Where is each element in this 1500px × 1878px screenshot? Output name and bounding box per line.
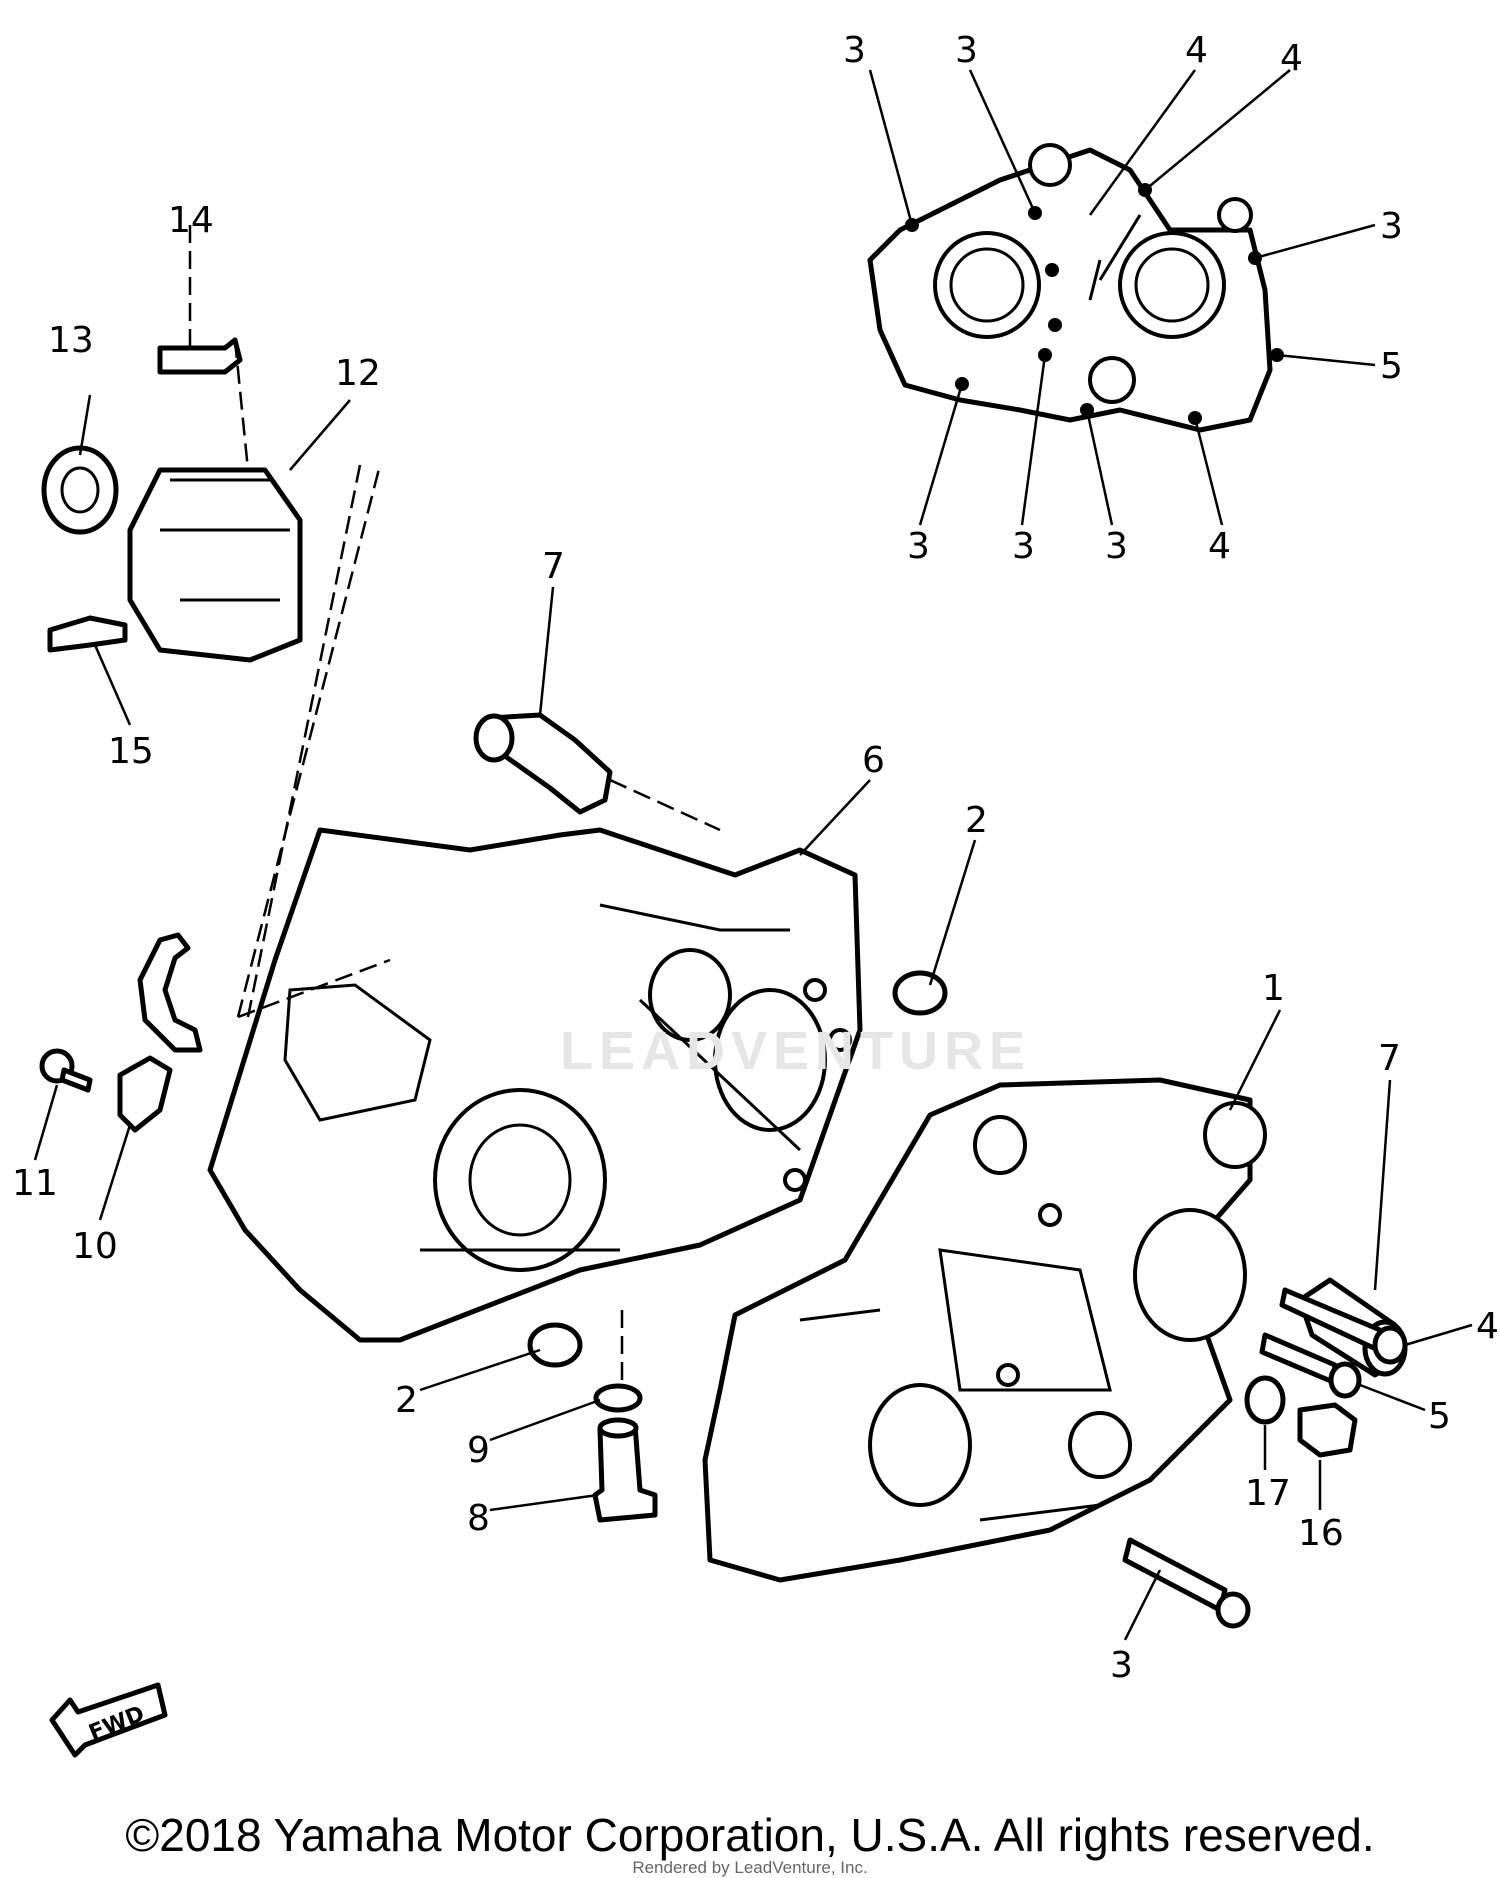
callout-10: 10 [72, 1226, 118, 1267]
crankcase-bolt-pattern-view [867, 143, 1284, 433]
dowel-2-lower [527, 1322, 583, 1368]
drain-bolt-8 [592, 1417, 658, 1523]
screw-11 [39, 1048, 93, 1093]
callout-5: 5 [1380, 346, 1403, 387]
callout-11: 11 [12, 1163, 58, 1204]
circlip-10 [137, 932, 203, 1053]
callout-16: 16 [1298, 1513, 1344, 1554]
callout-7: 7 [542, 546, 565, 587]
alignment-line [236, 464, 382, 1018]
bolt-4 [1279, 1287, 1408, 1365]
callout-13: 13 [48, 320, 94, 361]
bolt-3-lower [1122, 1537, 1251, 1629]
callout-15: 15 [108, 731, 154, 772]
callout-4: 4 [1280, 38, 1303, 79]
callout-1: 1 [1262, 968, 1285, 1009]
washer-17 [1244, 1375, 1286, 1425]
callout-9: 9 [467, 1430, 490, 1471]
callout-2: 2 [395, 1380, 418, 1421]
washer-9 [593, 1310, 643, 1413]
callout-14: 14 [168, 200, 214, 241]
callout-7: 7 [1378, 1038, 1401, 1079]
callout-4: 4 [1208, 526, 1231, 567]
left-crankcase-part-6 [207, 827, 863, 1343]
callout-3: 3 [1105, 526, 1128, 567]
fwd-arrow-icon: FWD [49, 1682, 168, 1758]
callout-4: 4 [1185, 30, 1208, 71]
callout-3: 3 [955, 30, 978, 71]
callout-5: 5 [1428, 1396, 1451, 1437]
callout-3: 3 [1012, 526, 1035, 567]
callout-3: 3 [1110, 1645, 1133, 1686]
callout-labels: 3 3 4 4 3 5 3 3 3 4 14 13 12 15 7 6 2 1 … [12, 30, 1499, 1686]
rendered-by-text: Rendered by LeadVenture, Inc. [632, 1858, 868, 1877]
plug-16 [1297, 1402, 1358, 1458]
callout-8: 8 [467, 1498, 490, 1539]
callout-3: 3 [843, 30, 866, 71]
alignment-line-4 [609, 778, 721, 832]
callout-12: 12 [335, 353, 381, 394]
oil-pump-assembly [41, 225, 303, 663]
right-crankcase-part-1 [702, 1077, 1267, 1583]
callout-4: 4 [1476, 1306, 1499, 1347]
leader-lines [33, 69, 1473, 1641]
callout-3: 3 [1380, 206, 1403, 247]
callout-6: 6 [862, 740, 885, 781]
callout-3: 3 [907, 526, 930, 567]
alignment-line-2 [237, 958, 391, 1019]
bolt-5 [1259, 1332, 1362, 1399]
callout-17: 17 [1245, 1473, 1291, 1514]
alignment-line-3 [246, 464, 362, 1018]
callout-2: 2 [965, 800, 988, 841]
bracket-10 [117, 1055, 173, 1133]
copyright-text: ©2018 Yamaha Motor Corporation, U.S.A. A… [125, 1809, 1375, 1861]
dowel-pin-7-upper [473, 712, 613, 815]
watermark: LEADVENTURE [560, 1021, 1032, 1081]
dowel-2-upper [892, 970, 948, 1016]
